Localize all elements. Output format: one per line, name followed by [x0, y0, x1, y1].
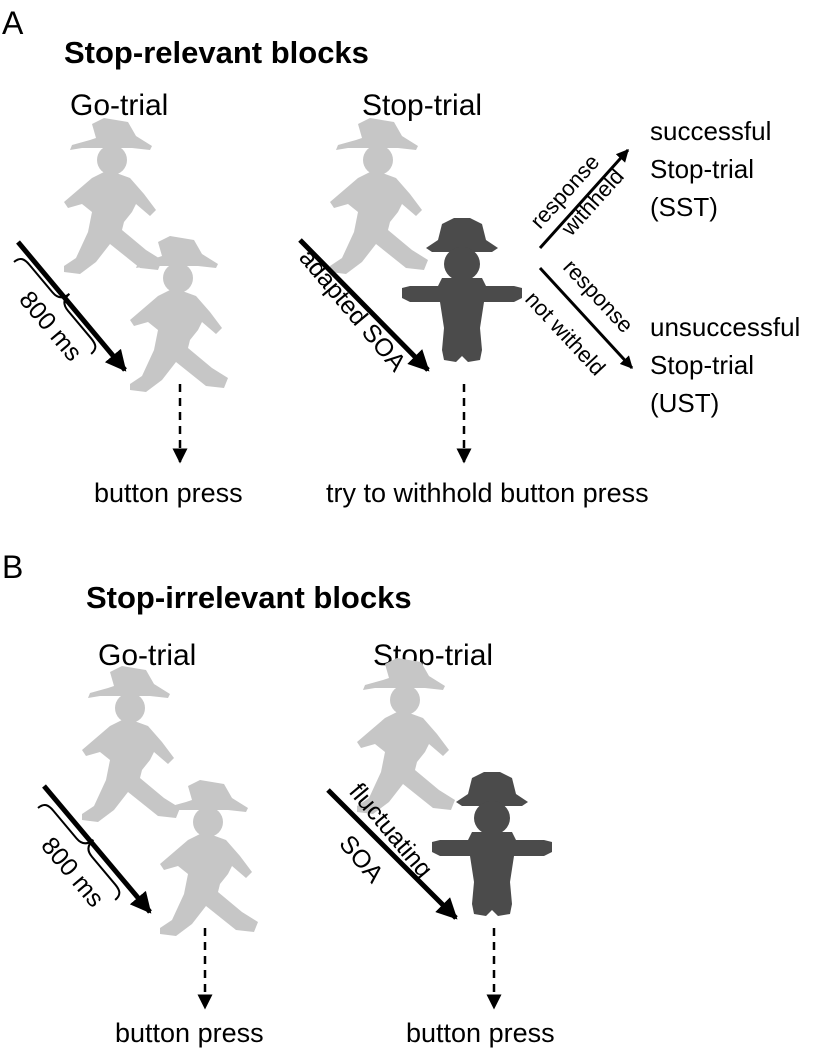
delay-arrow	[298, 238, 430, 372]
panel-b-heading: Stop-irrelevant blocks	[86, 580, 412, 615]
outcome-label: Stop-trial	[650, 154, 754, 184]
branch-arrow-not-withheld	[538, 266, 634, 370]
outcome-label: Stop-trial	[650, 350, 754, 380]
walking-figure-icon	[160, 780, 258, 936]
go-trial-a: Go-trial 800 ms button press	[13, 89, 243, 508]
panel-letter-b: B	[2, 549, 23, 585]
walking-figure-icon	[330, 118, 428, 274]
result-label: button press	[115, 1018, 264, 1048]
result-label: try to withhold button press	[326, 478, 649, 508]
panel-a: A Stop-relevant blocks Go-trial 800 ms b…	[2, 5, 800, 508]
panel-a-heading: Stop-relevant blocks	[64, 35, 369, 70]
outcome-label: unsuccessful	[650, 312, 800, 342]
standing-figure-icon	[402, 218, 522, 362]
go-trial-b: Go-trial 800 ms button press	[35, 639, 263, 1048]
delay-label: 800 ms	[13, 286, 87, 367]
go-trial-title: Go-trial	[98, 639, 196, 672]
go-trial-title: Go-trial	[70, 89, 168, 122]
delay-arrow	[326, 788, 458, 920]
result-label: button press	[406, 1018, 555, 1048]
delay-label: 800 ms	[35, 832, 109, 913]
branch-arrow-withheld	[538, 148, 630, 250]
stop-trial-b: Stop-trial fluctuating SOA button press	[326, 639, 555, 1048]
outcome-label: successful	[650, 116, 771, 146]
panel-letter-a: A	[2, 5, 24, 41]
panel-b: B Stop-irrelevant blocks Go-trial 800 ms…	[2, 549, 555, 1048]
outcome-label: (SST)	[650, 192, 718, 222]
stop-trial-title: Stop-trial	[362, 89, 482, 122]
stop-trial-a: Stop-trial adapted SOA try to withhold b…	[293, 89, 800, 508]
result-label: button press	[94, 478, 243, 508]
delay-arrow	[16, 240, 127, 372]
standing-figure-icon	[432, 772, 552, 916]
delay-arrow	[42, 784, 152, 914]
walking-figure-icon	[64, 118, 162, 274]
outcome-label: (UST)	[650, 388, 719, 418]
walking-figure-icon	[82, 666, 180, 822]
